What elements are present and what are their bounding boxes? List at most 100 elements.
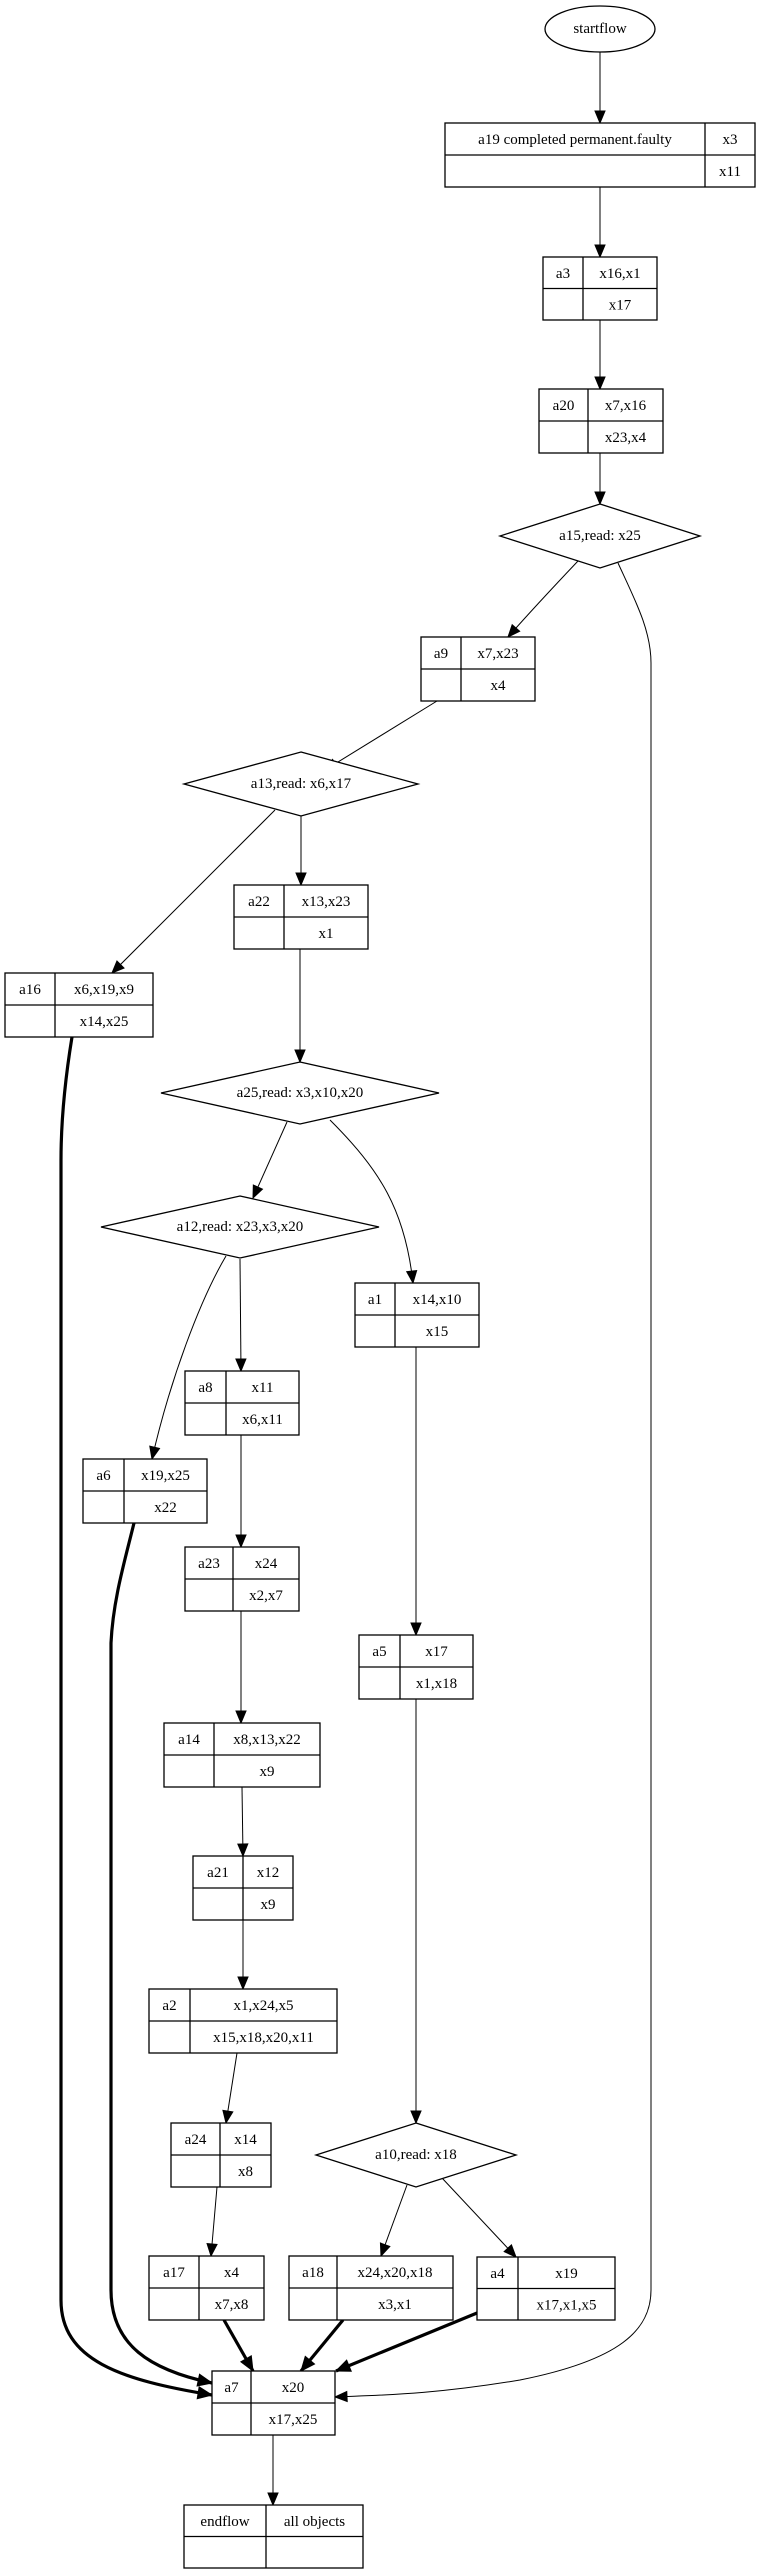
- edge-a15-to-a7: [333, 562, 652, 2403]
- input-objects: x16,x1: [599, 266, 640, 282]
- edge-startflow-to-a19: [594, 52, 606, 125]
- edge-a7-to-endflow: [267, 2435, 279, 2507]
- node-a10[interactable]: a10,read: x18: [313, 2122, 519, 2188]
- input-objects: x12: [257, 1865, 280, 1881]
- edge-line: [239, 1258, 242, 1372]
- output-objects: x17: [609, 297, 632, 313]
- arrowhead-icon: [507, 623, 521, 638]
- edge-a18-to-a7: [299, 2318, 345, 2373]
- input-objects: x14,x10: [413, 1292, 462, 1308]
- input-objects: x24,x20,x18: [358, 2265, 433, 2281]
- diamond-shape: [160, 1061, 440, 1125]
- diamond-shape: [100, 1195, 380, 1259]
- arrowhead-icon: [300, 2355, 316, 2372]
- activity-name: a8: [198, 1380, 212, 1396]
- activity-name: a1: [368, 1292, 382, 1308]
- edge-a16-to-a7: [59, 1036, 214, 2400]
- activity-name: a6: [96, 1468, 111, 1484]
- edge-a23-to-a14: [235, 1611, 247, 1725]
- arrowhead-icon: [333, 2390, 348, 2403]
- arrowhead-icon: [594, 376, 606, 391]
- input-objects: x11: [252, 1380, 274, 1396]
- arrowhead-icon: [196, 2385, 214, 2400]
- input-objects: x3: [723, 132, 738, 148]
- node-a12[interactable]: a12,read: x23,x3,x20: [100, 1195, 380, 1259]
- edge-a13-to-a22: [295, 816, 307, 887]
- activity-name: a14: [178, 1732, 200, 1748]
- arrowhead-icon: [235, 1534, 247, 1549]
- node-startflow[interactable]: startflow: [544, 5, 656, 53]
- input-objects: x13,x23: [302, 894, 351, 910]
- output-objects: x9: [261, 1897, 276, 1913]
- output-objects: x2,x7: [249, 1588, 283, 1604]
- node-a25[interactable]: a25,read: x3,x10,x20: [160, 1061, 440, 1125]
- edge-a2-to-a24: [222, 2052, 238, 2125]
- decision-label: a15,read: x25: [559, 528, 641, 544]
- edge-a10-to-a4: [441, 2177, 517, 2258]
- activity-name: a19 completed permanent.faulty: [478, 132, 672, 148]
- edge-a15-to-a9: [507, 560, 579, 638]
- decision-label: a12,read: x23,x3,x20: [177, 1219, 304, 1235]
- input-objects: x7,x23: [477, 646, 518, 662]
- activity-name: a9: [434, 646, 448, 662]
- node-a15[interactable]: a15,read: x25: [497, 503, 703, 569]
- input-objects: x19: [555, 2266, 578, 2282]
- arrowhead-icon: [267, 2492, 279, 2507]
- edge-a4-to-a7: [334, 2311, 478, 2373]
- edge-line: [252, 1121, 288, 1199]
- arrowhead-icon: [235, 1358, 247, 1373]
- output-objects: x9: [260, 1764, 275, 1780]
- edges-layer: [59, 52, 652, 2507]
- input-objects: x14: [234, 2132, 257, 2148]
- output-objects: x15: [426, 1324, 449, 1340]
- input-objects: x19,x25: [141, 1468, 190, 1484]
- edge-line: [324, 700, 438, 771]
- edge-line: [329, 1119, 414, 1284]
- nodes-layer: startflow a19 completed permanent.faulty x…: [4, 5, 756, 2569]
- edge-line: [334, 562, 652, 2398]
- edge-a1-to-a5: [410, 1347, 422, 1637]
- edge-line: [335, 2311, 478, 2373]
- activity-name: a20: [553, 398, 575, 414]
- edge-line: [111, 809, 276, 974]
- edge-line: [441, 2177, 517, 2258]
- edge-a13-to-a16: [111, 809, 276, 974]
- decision-label: a10,read: x18: [375, 2147, 457, 2163]
- edge-line: [109, 1522, 213, 2385]
- edge-a5-to-a10: [410, 1699, 422, 2125]
- output-objects: x14,x25: [80, 1014, 129, 1030]
- output-objects: x6,x11: [242, 1412, 283, 1428]
- node-a1[interactable]: a1 x14,x10 x15: [354, 1282, 480, 1348]
- node-a13[interactable]: a13,read: x6,x17: [181, 751, 421, 817]
- edge-a12-to-a8: [235, 1258, 247, 1373]
- arrowhead-icon: [410, 2110, 422, 2125]
- input-objects: x24: [255, 1556, 278, 1572]
- edge-line: [151, 1255, 227, 1460]
- edge-a12-to-a6: [149, 1255, 227, 1461]
- activity-name: a16: [19, 982, 41, 998]
- edge-a9-to-a13: [323, 700, 438, 771]
- activity-name: a17: [163, 2265, 185, 2281]
- input-objects: x17: [425, 1644, 448, 1660]
- node-a8[interactable]: a8 x11 x6,x11: [184, 1370, 300, 1436]
- edge-a24-to-a17: [206, 2186, 218, 2258]
- arrowhead-icon: [252, 1184, 264, 1200]
